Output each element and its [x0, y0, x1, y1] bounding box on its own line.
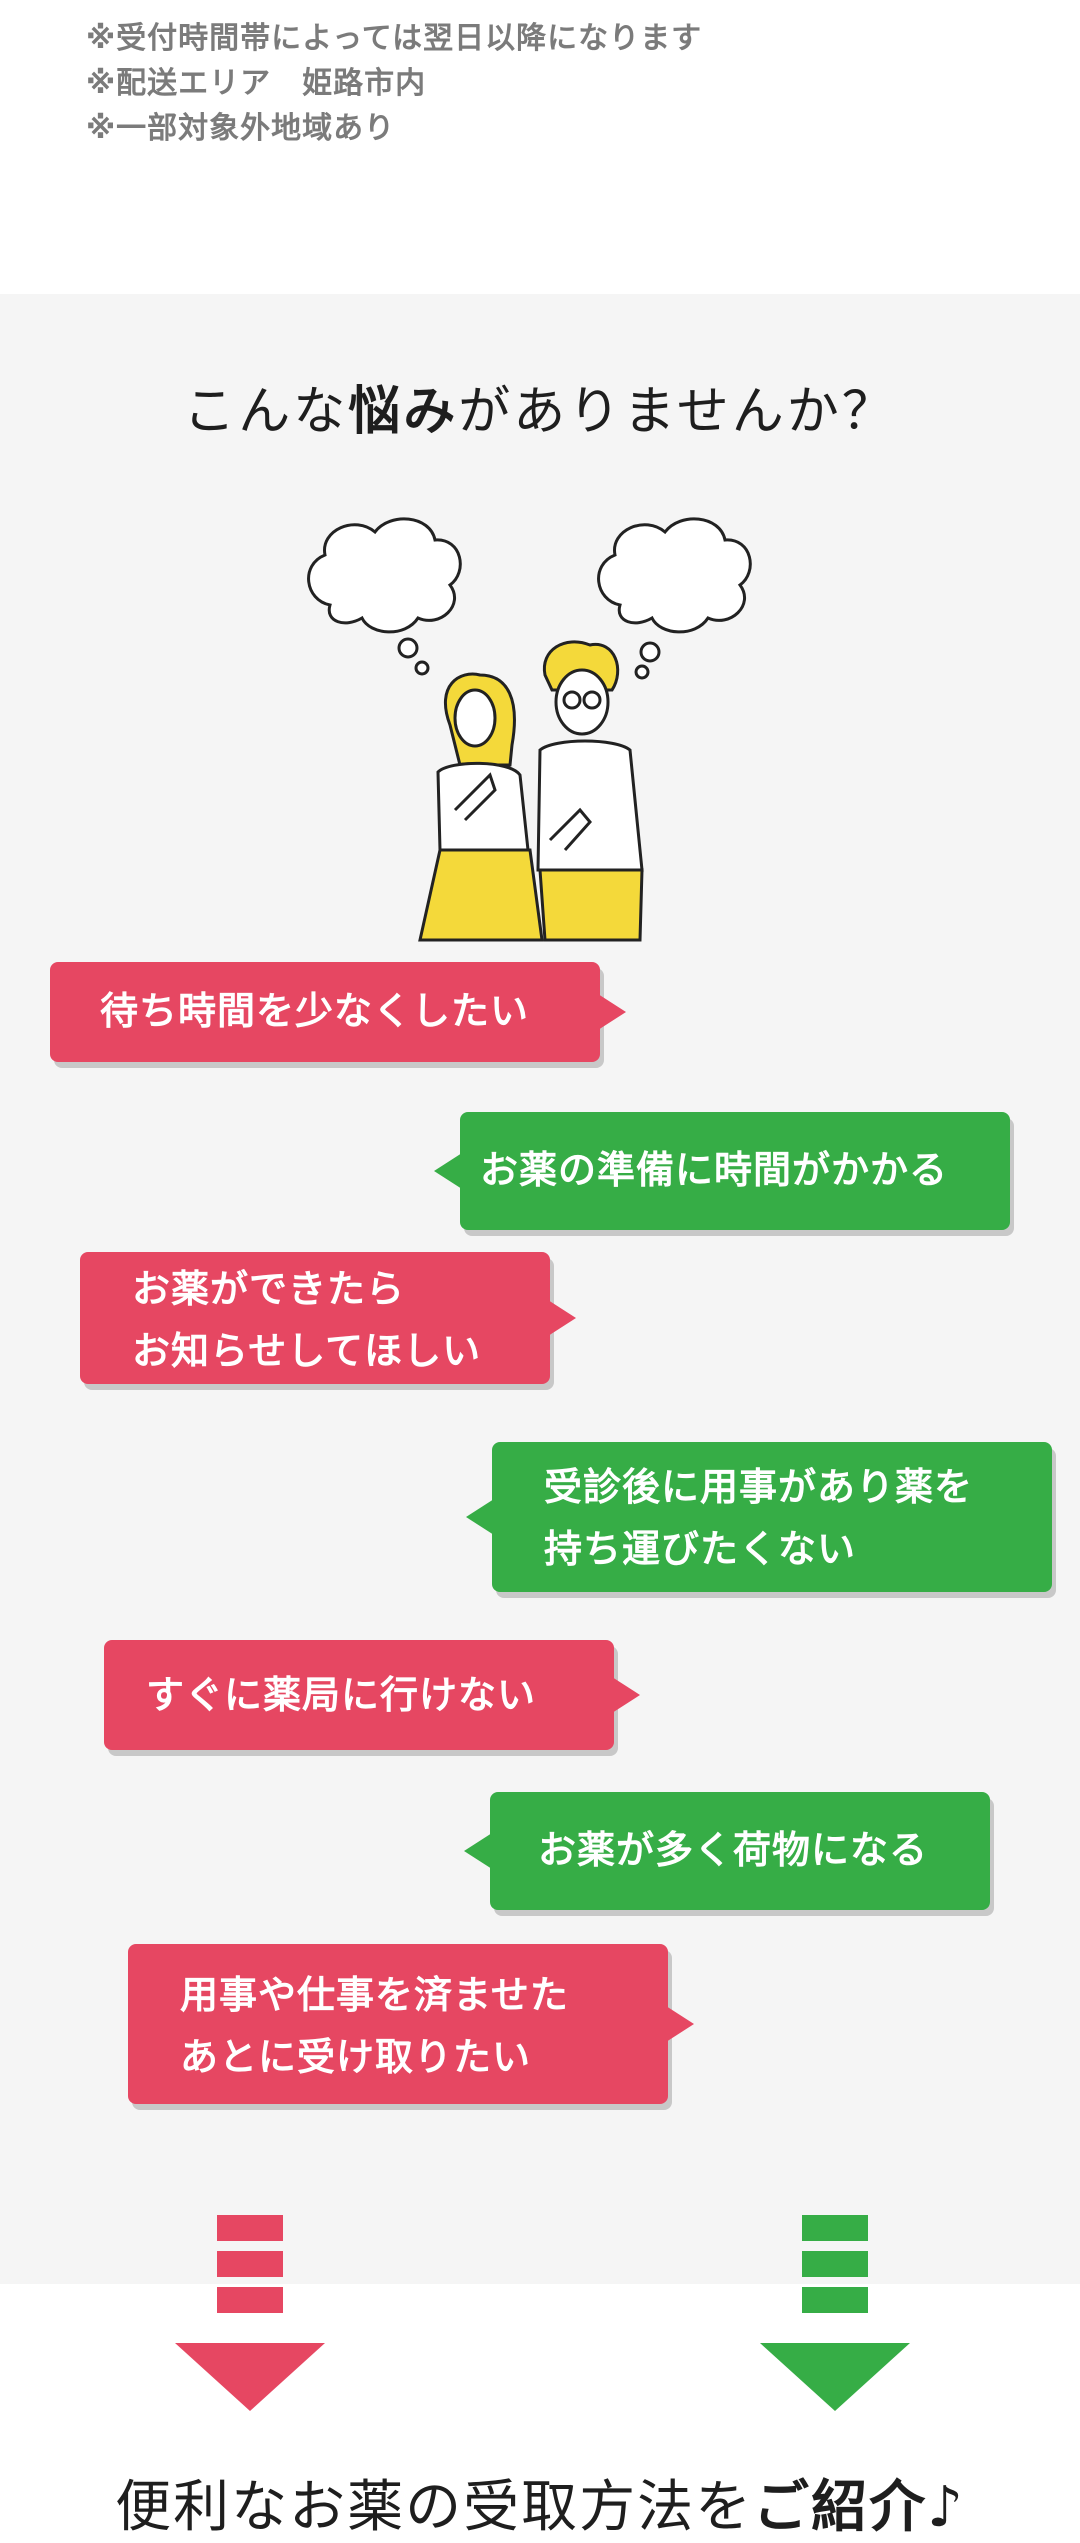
bubble-line: すぐに薬局に行けない: [146, 1673, 537, 1717]
bubble-tail: [612, 1677, 640, 1713]
note-delivery-area: ※配送エリア 姫路市内: [86, 66, 427, 101]
worries-title-after: がありませんか？: [458, 382, 897, 442]
bubble-tail: [434, 1153, 462, 1189]
worry-bubble-pickup-later: 用事や仕事を済ませた あとに受け取りたい: [128, 1944, 694, 2104]
intro-title-emphasis: ご紹介: [753, 2475, 928, 2540]
worries-title-emphasis: 悩み: [348, 382, 459, 442]
worry-bubble-wait-time: 待ち時間を少なくしたい: [50, 962, 626, 1062]
down-arrow-icon: [175, 2215, 325, 2411]
down-arrow-icon: [760, 2215, 910, 2411]
bubble-line: 受診後に用事があり薬を: [544, 1465, 974, 1509]
bubble-line: 用事や仕事を済ませた: [180, 1973, 569, 2017]
worry-bubble-carry-medicine: 受診後に用事があり薬を 持ち運びたくない: [466, 1442, 1052, 1592]
bubble-line: あとに受け取りたい: [180, 2035, 532, 2079]
notes-list: ※受付時間帯によっては翌日以降になります ※配送エリア 姫路市内 ※一部対象外地…: [86, 16, 702, 151]
thought-bubble-icon: [307, 517, 462, 676]
thought-bubble-icon: [597, 517, 752, 680]
bubble-line: お知らせしてほしい: [132, 1329, 482, 1373]
note-delivery-time: ※受付時間帯によっては翌日以降になります: [86, 21, 703, 56]
bubble-tail: [666, 2006, 694, 2042]
worry-bubble-notification: お薬ができたら お知らせしてほしい: [80, 1252, 576, 1384]
worried-woman-figure: [418, 672, 544, 942]
intro-title: 便利なお薬の受取方法をご紹介♪: [0, 2462, 1080, 2543]
note-excluded-areas: ※一部対象外地域あり: [86, 111, 396, 146]
worry-bubble-cannot-visit: すぐに薬局に行けない: [104, 1640, 640, 1750]
bubble-tail: [548, 1300, 576, 1336]
bubble-tail: [598, 994, 626, 1030]
worries-title-before: こんな: [183, 382, 349, 442]
worry-bubble-heavy-luggage: お薬が多く荷物になる: [464, 1792, 990, 1910]
worries-title: こんな悩みがありませんか？: [0, 369, 1080, 444]
worried-man-figure: [536, 640, 644, 942]
intro-title-before: 便利なお薬の受取方法を: [115, 2475, 754, 2540]
bubble-line: お薬ができたら: [132, 1267, 406, 1311]
worried-people-illustration: [307, 517, 752, 942]
worry-bubble-preparation-time: お薬の準備に時間がかかる: [434, 1112, 1010, 1230]
bubble-tail: [466, 1499, 494, 1535]
bubble-line: 待ち時間を少なくしたい: [100, 989, 530, 1033]
bubble-line: 持ち運びたくない: [544, 1527, 857, 1571]
bubble-line: お薬の準備に時間がかかる: [480, 1148, 949, 1192]
bubble-tail: [464, 1833, 492, 1869]
bubble-line: お薬が多く荷物になる: [538, 1828, 929, 1872]
intro-title-after: ♪: [927, 2475, 965, 2540]
